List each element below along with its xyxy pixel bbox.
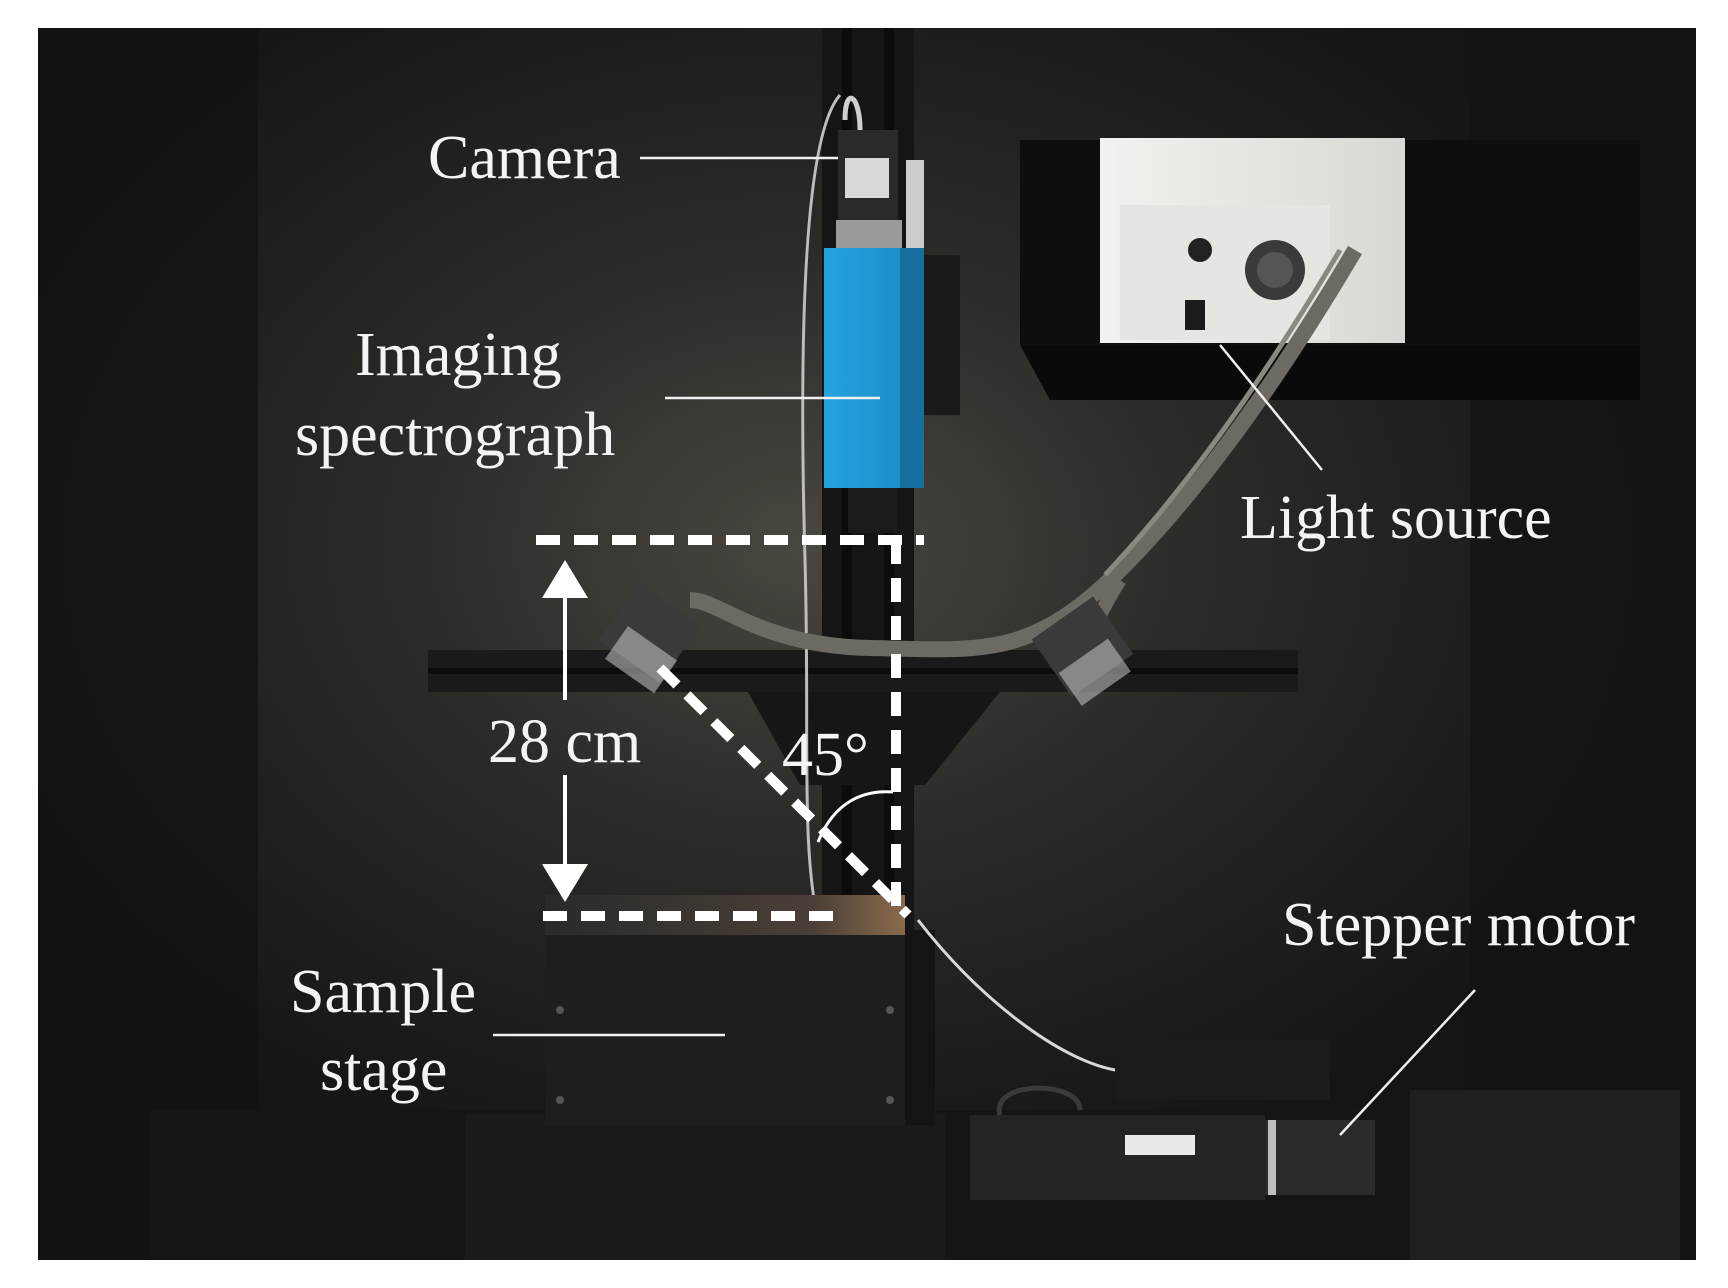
dashed-guides <box>536 535 924 921</box>
light-source-label: Light source <box>1240 484 1552 552</box>
imaging-spectrograph-label-line2: spectrograph <box>295 401 615 469</box>
sample-stage-label-line1: Sample <box>290 958 476 1026</box>
angle-label: 45° <box>782 721 869 789</box>
distance-label: 28 cm <box>488 708 641 776</box>
stepper-motor <box>970 1040 1375 1200</box>
light-source-leader <box>1219 344 1323 471</box>
right-lamp <box>1031 596 1134 706</box>
stepper-motor-leader <box>1339 989 1476 1136</box>
imaging-spectrograph <box>824 248 960 533</box>
light-source-unit <box>1020 138 1640 400</box>
sample-stage-label-line2: stage <box>320 1036 447 1104</box>
distance-arrow <box>542 560 588 902</box>
camera-label: Camera <box>428 124 621 192</box>
angle-arc <box>816 790 894 843</box>
camera <box>836 95 924 250</box>
sample-stage <box>545 895 935 1125</box>
left-wall <box>38 28 258 1260</box>
camera-cable <box>801 94 842 931</box>
left-lamp <box>598 582 701 694</box>
diagonal-dashed-line <box>656 664 912 919</box>
imaging-spectrograph-label-line1: Imaging <box>355 321 562 389</box>
stepper-motor-label: Stepper motor <box>1282 891 1635 959</box>
